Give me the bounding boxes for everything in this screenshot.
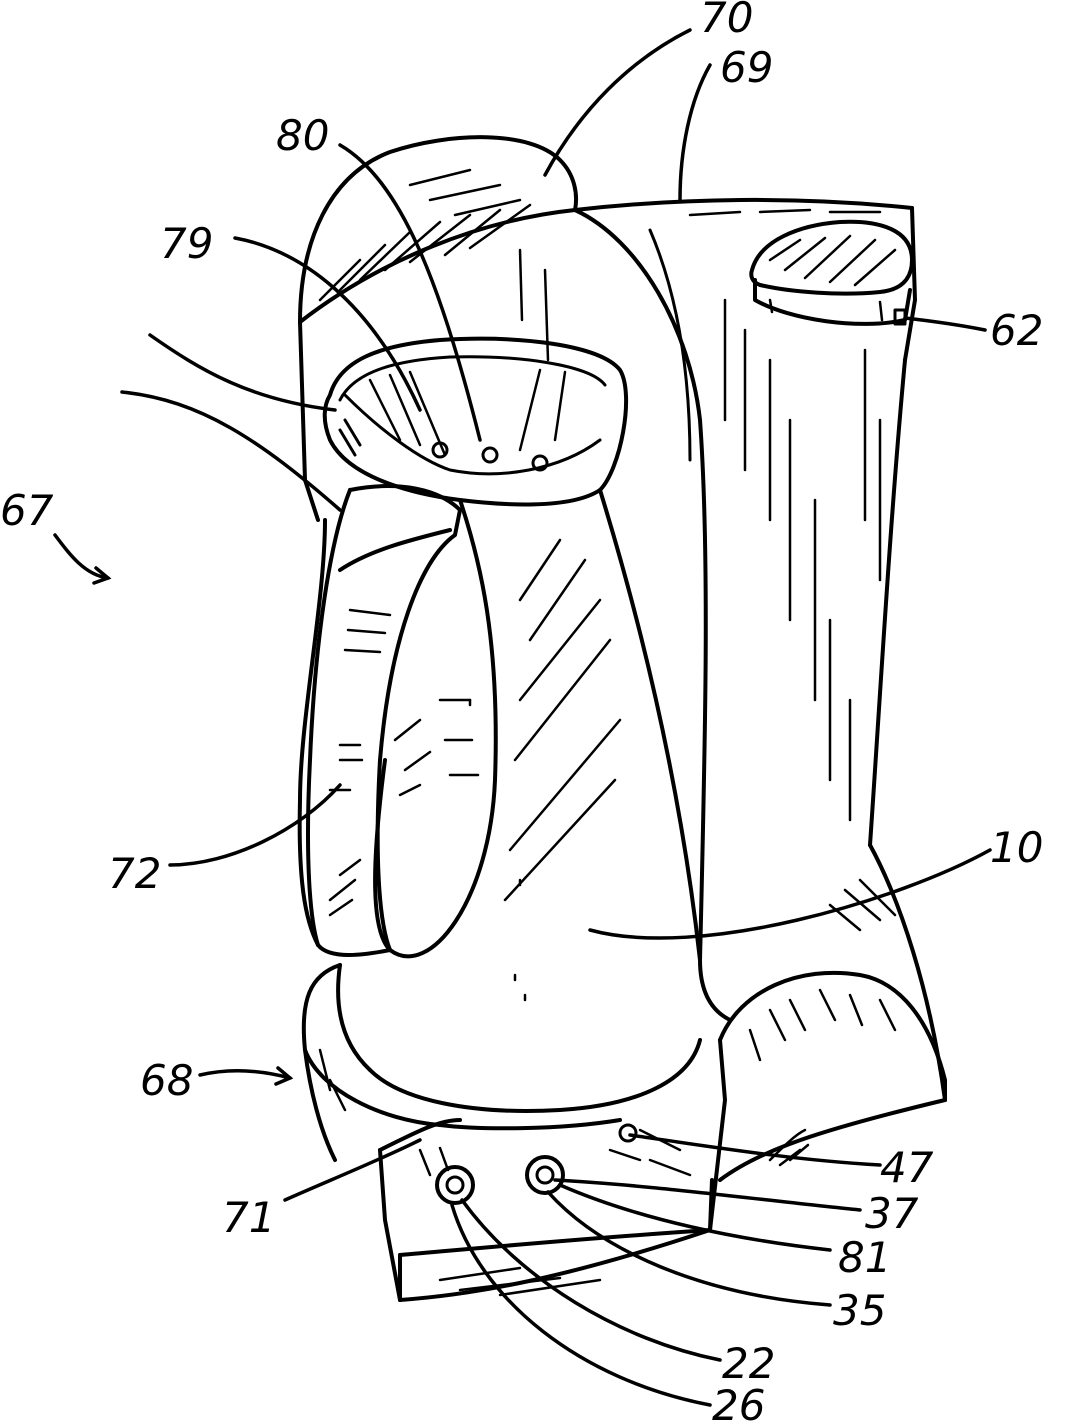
leader-unlabeled-2 xyxy=(120,390,342,512)
label-47: 47 xyxy=(880,1143,934,1192)
label-10: 10 xyxy=(990,823,1043,872)
reference-numerals: 70 69 80 79 62 67 72 10 68 47 37 71 81 3… xyxy=(0,0,1043,1426)
label-67: 67 xyxy=(0,486,54,535)
label-26: 26 xyxy=(712,1381,765,1426)
leader-72 xyxy=(168,783,342,867)
leader-22 xyxy=(460,1198,722,1362)
arrowhead-68 xyxy=(274,1066,294,1086)
label-62: 62 xyxy=(990,306,1043,355)
leader-37 xyxy=(553,1178,862,1212)
leader-10 xyxy=(588,848,992,940)
label-70: 70 xyxy=(700,0,753,42)
arrowhead-67 xyxy=(92,566,112,585)
label-37: 37 xyxy=(865,1189,919,1238)
leader-62 xyxy=(903,316,987,332)
label-79: 79 xyxy=(160,219,213,268)
label-81: 81 xyxy=(838,1233,891,1282)
jug xyxy=(297,336,702,1072)
leader-81 xyxy=(558,1183,832,1252)
label-80: 80 xyxy=(276,111,329,160)
leader-47 xyxy=(628,1133,882,1167)
leader-69 xyxy=(678,63,712,202)
cap xyxy=(749,219,914,326)
leader-70 xyxy=(543,28,692,177)
arrow-67 xyxy=(53,533,110,580)
leader-lines xyxy=(53,28,992,1407)
label-68: 68 xyxy=(140,1056,193,1105)
base xyxy=(301,843,947,1302)
leader-79 xyxy=(233,236,422,412)
label-71: 71 xyxy=(222,1193,275,1242)
leader-unlabeled-1 xyxy=(148,333,337,412)
label-72: 72 xyxy=(108,849,161,898)
leader-71 xyxy=(283,1138,422,1202)
leader-26 xyxy=(450,1203,712,1407)
label-35: 35 xyxy=(833,1286,886,1335)
label-22: 22 xyxy=(722,1339,775,1388)
leader-80 xyxy=(338,143,482,442)
label-69: 69 xyxy=(720,43,773,92)
arrow-68 xyxy=(198,1068,292,1080)
leader-35 xyxy=(546,1190,832,1307)
